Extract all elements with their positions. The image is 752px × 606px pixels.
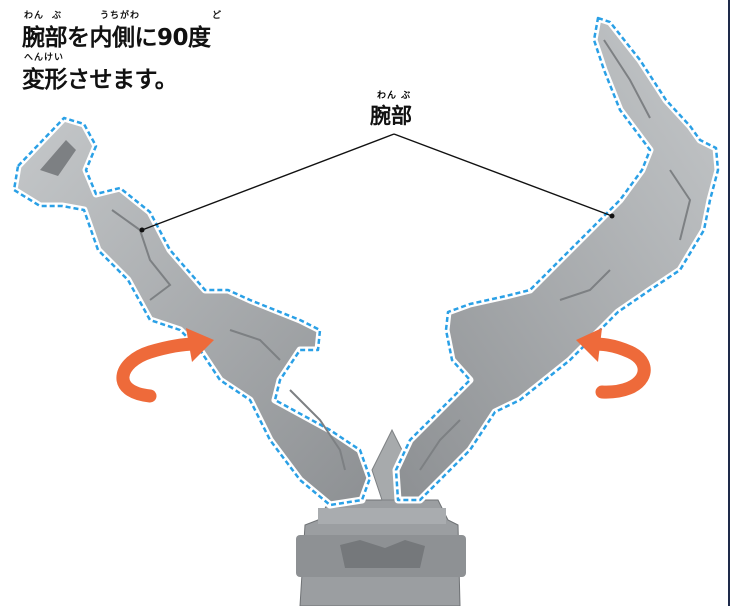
rotate-arrow-right <box>576 328 651 399</box>
leader-dot-right <box>609 213 615 219</box>
callout-arm-label: わん ぶ 腕部 <box>370 88 418 128</box>
ruby-uchigawa: うちがわ <box>100 11 141 21</box>
right-border-rule <box>728 0 730 606</box>
ruby-wan: わん <box>24 11 45 21</box>
center-torso <box>296 428 466 606</box>
callout-main-label: 腕部 <box>370 104 412 128</box>
instruction-line-1: わん ぶ うちがわ ど 腕部を内側に90度 <box>22 8 242 54</box>
instruction-main-2: 変形させます。 <box>22 67 178 93</box>
leader-dot-left <box>139 227 145 233</box>
instruction-line-2: へんけい 変形させます。 <box>22 50 222 96</box>
instruction-main-1: 腕部を内側に90度 <box>22 25 211 51</box>
instruction-text: わん ぶ うちがわ ど 腕部を内側に90度 へんけい 変形させます。 <box>22 8 242 96</box>
left-arm <box>10 114 374 509</box>
right-arm <box>392 14 722 504</box>
leader-line-right <box>393 133 613 217</box>
ruby-henkei: へんけい <box>24 53 65 63</box>
callout-ruby: わん ぶ <box>377 91 412 101</box>
rotate-arrow-left <box>116 328 214 403</box>
leader-line-left <box>141 133 395 231</box>
ruby-bu: ぶ <box>52 11 63 21</box>
ruby-do: ど <box>212 11 223 21</box>
